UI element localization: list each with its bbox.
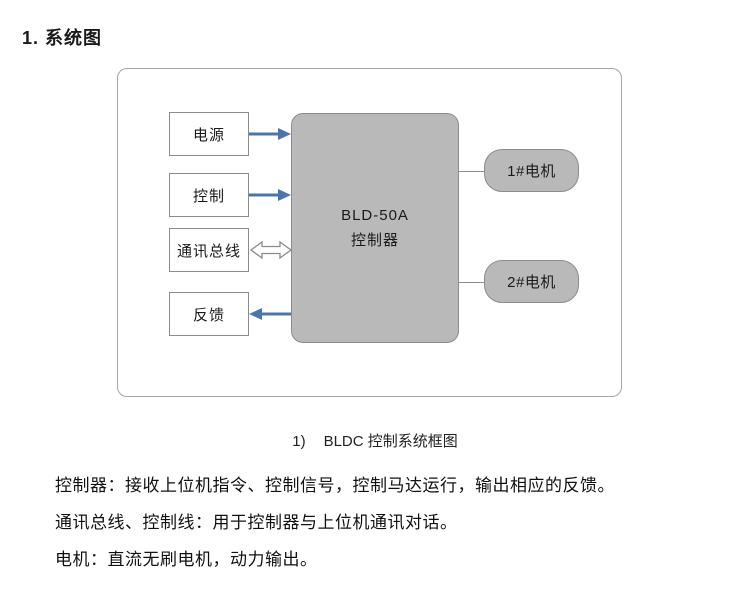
controller-name-label: 控制器 — [350, 232, 399, 249]
motor-1-label: 1#电机 — [507, 163, 556, 180]
controller-model-label: BLD-50A — [341, 206, 409, 224]
input-box-feedback: 反馈 — [169, 292, 249, 336]
diagram-frame: 电源 控制 通讯总线 反馈 — [117, 68, 622, 397]
figure-caption-number: 1) — [292, 433, 306, 450]
motor-1-block: 1#电机 — [484, 149, 579, 192]
input-box-feedback-label: 反馈 — [192, 306, 225, 324]
motor-2-connector-line — [459, 282, 484, 283]
note-motor: 电机：直流无刷电机，动力输出。 — [55, 550, 318, 569]
control-right-arrow-icon — [249, 188, 291, 202]
feedback-left-arrow-icon — [249, 307, 291, 321]
input-box-control: 控制 — [169, 173, 249, 217]
input-box-power-label: 电源 — [192, 126, 225, 144]
motor-2-label: 2#电机 — [507, 274, 556, 291]
figure-caption-text: BLDC 控制系统框图 — [323, 433, 458, 450]
note-controller: 控制器：接收上位机指令、控制信号，控制马达运行，输出相应的反馈。 — [55, 476, 615, 495]
input-box-comm-bus-label: 通讯总线 — [176, 242, 241, 260]
page-title: 1. 系统图 — [22, 28, 103, 48]
power-right-arrow-icon — [249, 127, 291, 141]
controller-block: BLD-50A 控制器 — [291, 113, 459, 343]
input-box-comm-bus: 通讯总线 — [169, 228, 249, 272]
note-comm-bus: 通讯总线、控制线：用于控制器与上位机通讯对话。 — [55, 513, 458, 532]
input-box-control-label: 控制 — [192, 187, 225, 205]
comm-bus-double-arrow-icon — [250, 240, 292, 260]
motor-2-block: 2#电机 — [484, 260, 579, 303]
input-box-power: 电源 — [169, 112, 249, 156]
motor-1-connector-line — [459, 171, 484, 172]
figure-caption: 1) BLDC 控制系统框图 — [0, 430, 750, 451]
